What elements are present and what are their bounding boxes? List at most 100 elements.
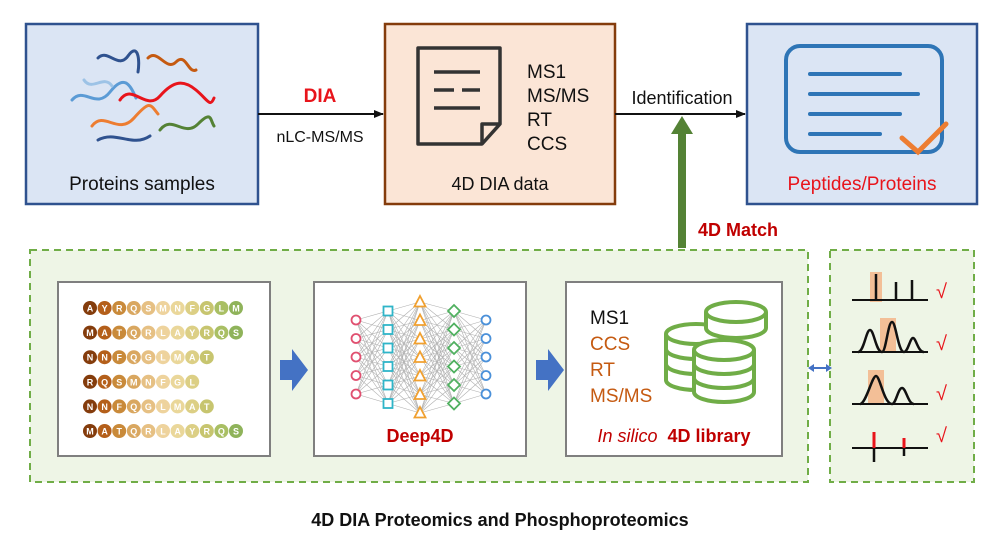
residue-circle xyxy=(199,399,214,414)
nn-node xyxy=(413,386,427,400)
nn-edge xyxy=(453,319,487,404)
residue-circle xyxy=(185,325,200,340)
residue-letter: R xyxy=(204,427,211,437)
residue-circle xyxy=(83,399,97,414)
data-dim-ccs: CCS xyxy=(527,134,567,155)
residue-letter: Y xyxy=(189,328,195,338)
residue-circle xyxy=(214,301,229,315)
residue-letter: T xyxy=(204,353,210,363)
nn-node xyxy=(382,398,394,409)
spectrum-match-3: √ xyxy=(852,370,947,406)
nn-node xyxy=(382,342,394,354)
residue-letter: N xyxy=(101,402,108,412)
lc-label: nLC-MS/MS xyxy=(276,129,363,146)
residue-circle xyxy=(83,350,97,365)
nn-node xyxy=(413,349,427,363)
check-mark-2: √ xyxy=(936,333,947,355)
nn-node xyxy=(350,388,362,400)
nn-edge xyxy=(453,356,487,404)
residue-circle xyxy=(141,374,156,389)
residue-circle xyxy=(229,325,243,340)
residue-circle xyxy=(83,301,97,315)
residue-circle xyxy=(185,301,200,315)
residue-circle xyxy=(112,424,127,438)
data-dim-ms1: MS1 xyxy=(527,62,566,83)
residue-letter: R xyxy=(145,328,152,338)
residue-circle xyxy=(185,399,200,414)
residue-circle xyxy=(229,301,243,315)
identification-arrow: Identification xyxy=(615,88,746,118)
residue-letter: N xyxy=(101,353,108,363)
residue-letter: Q xyxy=(218,427,225,437)
residue-letter: R xyxy=(204,328,211,338)
dia-data-label: 4D DIA data xyxy=(451,174,549,194)
nn-node xyxy=(413,331,427,345)
nn-node xyxy=(382,305,394,317)
dia-label: DIA xyxy=(304,86,337,107)
residue-circle xyxy=(112,399,127,414)
nn-node xyxy=(350,370,362,381)
residue-letter: M xyxy=(86,328,94,338)
residue-letter: S xyxy=(233,328,239,338)
nn-edge xyxy=(387,301,421,367)
nn-edge xyxy=(355,310,389,358)
residue-circle xyxy=(126,325,141,340)
double-arrow-icon xyxy=(808,364,832,372)
residue-circle xyxy=(156,374,170,389)
nn-edge xyxy=(387,338,421,404)
document-icon xyxy=(416,46,502,146)
nn-node xyxy=(446,359,462,374)
residue-circle xyxy=(185,374,200,389)
nn-node xyxy=(446,322,462,337)
residue-circle xyxy=(199,325,214,340)
residue-circle xyxy=(156,325,170,340)
residue-circle xyxy=(170,424,185,438)
neural-network-icon xyxy=(350,294,492,419)
nn-node xyxy=(350,314,362,326)
peptides-proteins-box: Peptides/Proteins xyxy=(745,22,979,206)
residue-circle xyxy=(214,424,229,438)
nn-edge xyxy=(355,329,389,395)
nn-node xyxy=(350,333,362,344)
nn-edge xyxy=(419,347,455,414)
residue-circle xyxy=(156,424,170,438)
nn-edge xyxy=(387,357,421,404)
residue-letter: R xyxy=(116,304,123,314)
nn-node xyxy=(413,312,427,326)
library-dim-msms: MS/MS xyxy=(590,386,652,407)
nn-node xyxy=(382,379,394,391)
residue-circle xyxy=(112,325,127,340)
residue-letter: Q xyxy=(130,427,137,437)
nn-node xyxy=(382,361,394,372)
residue-letter: Q xyxy=(130,304,137,314)
residue-letter: S xyxy=(116,377,122,387)
residue-circle xyxy=(83,374,97,389)
residue-letter: F xyxy=(116,402,122,412)
check-mark-3: √ xyxy=(936,383,947,405)
nn-edge xyxy=(355,347,389,395)
residue-circle xyxy=(229,424,243,438)
residue-letter: N xyxy=(145,377,152,387)
residue-circle xyxy=(97,325,112,340)
spectrum-match-1: √ xyxy=(852,272,947,303)
residue-circle xyxy=(126,424,141,438)
spectrum-match-4: √ xyxy=(852,425,947,462)
residue-letter: M xyxy=(86,427,94,437)
residue-letter: Q xyxy=(130,353,137,363)
spectrum-match-2: √ xyxy=(852,318,947,355)
nn-edge xyxy=(453,319,487,367)
residue-circle xyxy=(156,399,170,414)
residue-circle xyxy=(141,399,156,414)
nn-node xyxy=(480,314,492,326)
residue-letter: T xyxy=(204,402,210,412)
residue-circle xyxy=(97,399,112,414)
report-icon xyxy=(784,44,944,154)
residue-letter: N xyxy=(87,402,94,412)
residue-circle xyxy=(112,301,127,315)
residue-letter: M xyxy=(232,304,240,314)
residue-letter: G xyxy=(145,402,152,412)
residue-circle xyxy=(185,350,200,365)
nn-edge xyxy=(419,366,455,414)
nn-node xyxy=(480,388,492,400)
